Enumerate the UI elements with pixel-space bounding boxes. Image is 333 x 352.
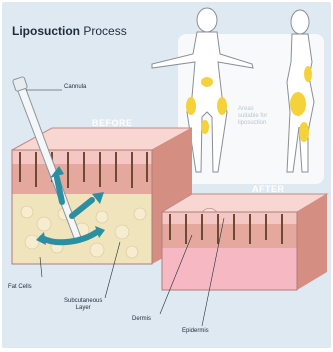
label-fat-cells: Fat Cells [8,284,32,291]
label-subcutaneous-layer: Subcutaneous Layer [64,298,102,312]
label-cannula: Cannula [64,84,86,91]
label-epidermis: Epidermis [182,328,209,335]
label-dermis: Dermis [132,316,151,323]
label-before: BEFORE [92,118,133,128]
diagram-artwork [2,2,331,348]
after-skin-block [162,194,327,290]
figure-note: Areas suitable for liposuction [238,106,267,127]
liposuction-diagram: Liposuction Process Cannula BEFORE AFTER… [2,2,331,348]
title-bold: Liposuction [12,24,80,38]
page-title: Liposuction Process [12,24,127,38]
title-light: Process [83,24,126,38]
label-after: AFTER [252,184,285,194]
